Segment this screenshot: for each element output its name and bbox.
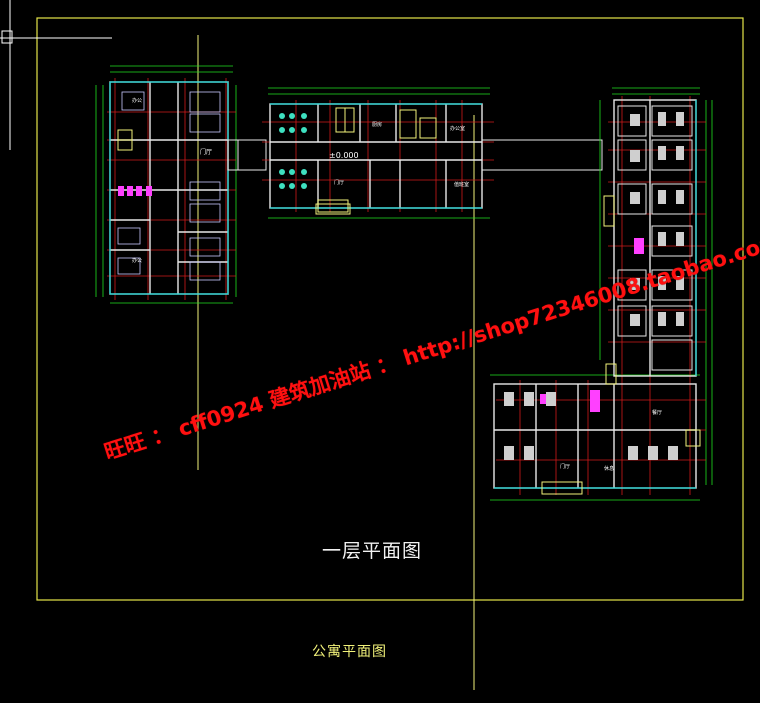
east-wing-plan: 餐厅 门厅 休息 [490, 87, 713, 501]
sheet-frame [36, 17, 744, 601]
sheet-title: 公寓平面图 [312, 644, 387, 660]
svg-text:门厅: 门厅 [200, 148, 212, 156]
plan-title: 一层平面图 [322, 540, 423, 562]
centre-hall-plan: 厨房 办公室 门厅 值班室 [262, 87, 603, 219]
svg-text:厨房: 厨房 [372, 121, 382, 128]
site-axis-lines [197, 35, 475, 690]
svg-text:办公: 办公 [132, 257, 142, 264]
crosshair-cursor-icon [0, 0, 112, 150]
svg-text:办公室: 办公室 [450, 125, 465, 132]
svg-text:办公: 办公 [132, 97, 142, 104]
elevation-mark: ±0.000 [329, 151, 359, 160]
left-wing-plan: 门厅 办公 办公 [95, 65, 267, 304]
svg-text:值班室: 值班室 [454, 181, 469, 188]
svg-text:餐厅: 餐厅 [652, 409, 662, 416]
svg-text:门厅: 门厅 [334, 179, 344, 186]
svg-text:门厅: 门厅 [560, 463, 570, 470]
svg-text:休息: 休息 [604, 465, 614, 472]
